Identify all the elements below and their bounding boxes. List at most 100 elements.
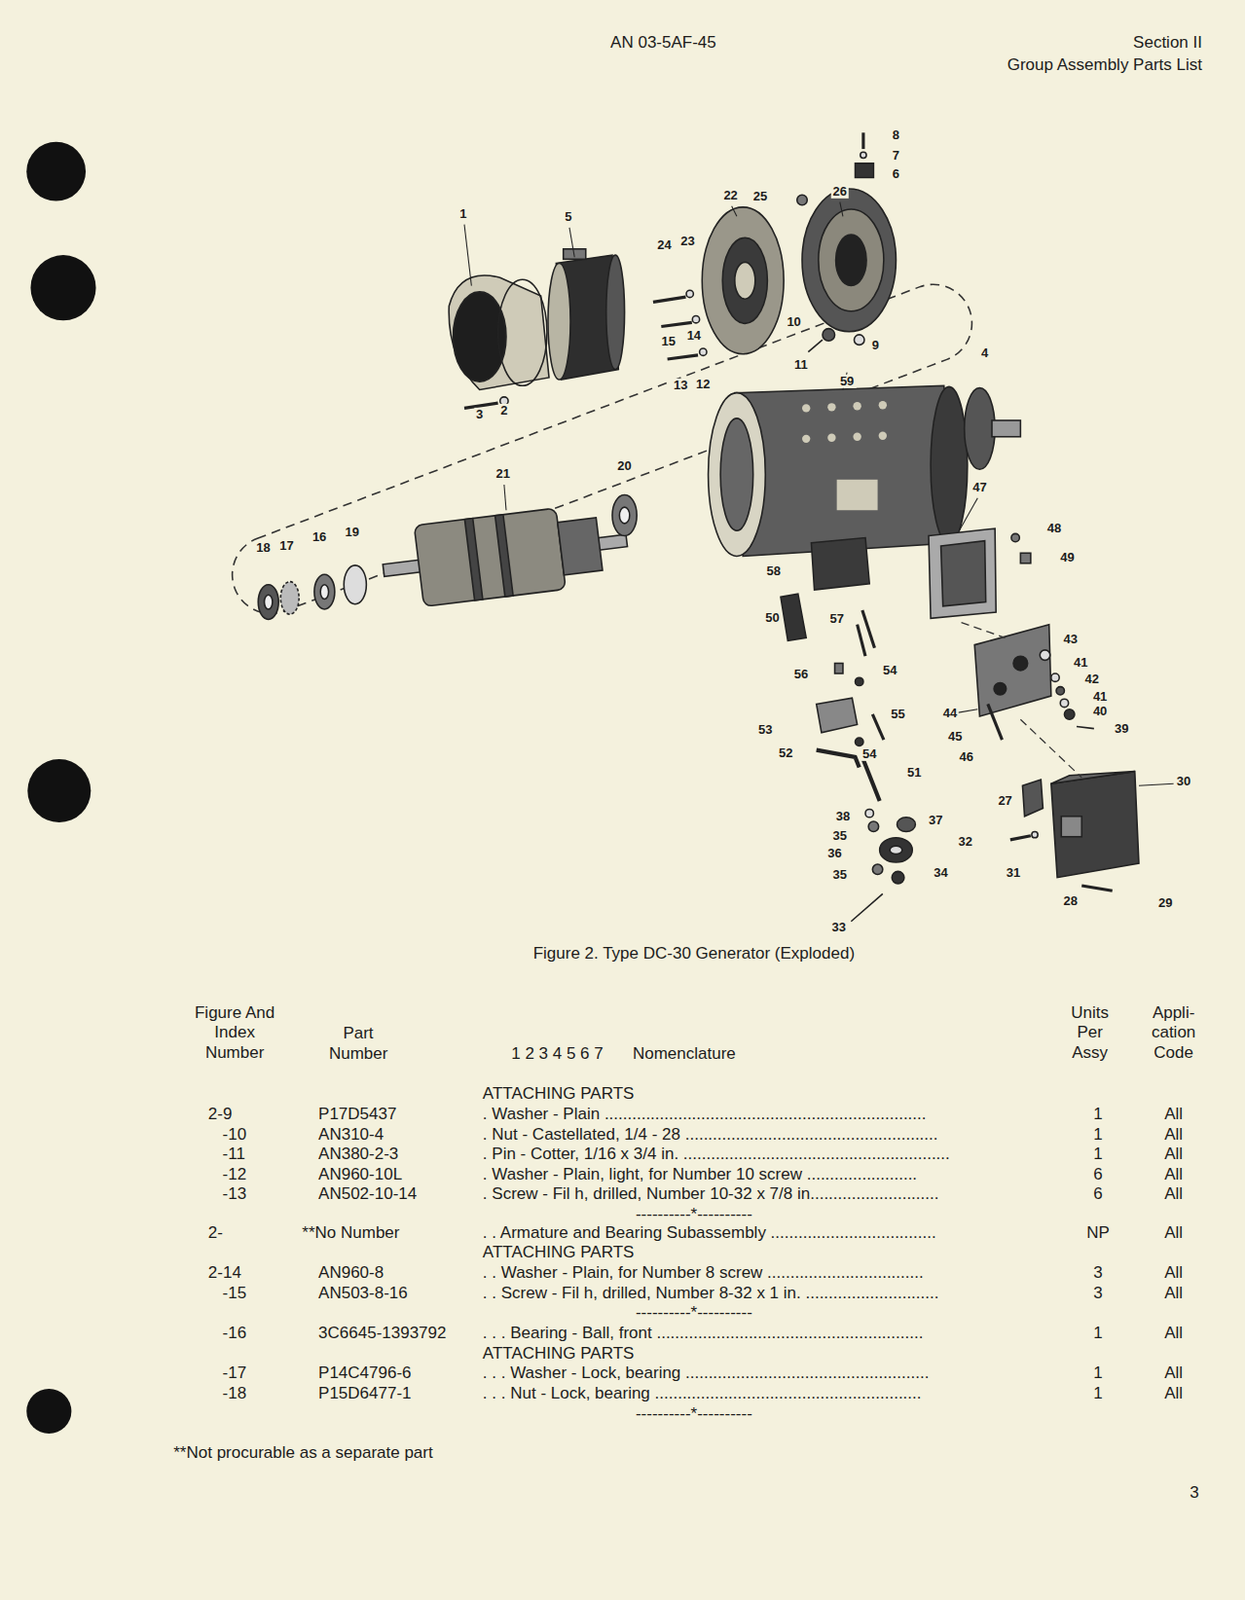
callout-number: 3 [474, 406, 485, 421]
callout-number: 15 [659, 334, 677, 349]
table-cell: All [1164, 1323, 1183, 1344]
table-cell: AN960-10L [318, 1164, 403, 1184]
table-cell: . . Screw - Fil h, drilled, Number 8-32 … [482, 1283, 940, 1304]
callout-number: 6 [890, 167, 902, 182]
table-cell: -13 [222, 1183, 248, 1204]
callout-number: 20 [615, 459, 633, 474]
table-cell: ----------*---------- [635, 1303, 753, 1323]
callout-number: 13 [671, 378, 690, 393]
table-cell: . . . Nut - Lock, bearing ..............… [482, 1384, 922, 1404]
table-cell: 2-9 [208, 1104, 233, 1125]
table-cell: . Washer - Plain, light, for Number 10 s… [482, 1164, 917, 1184]
callout-number: 52 [776, 746, 795, 761]
table-cell: All [1164, 1183, 1183, 1204]
page-header: AN 03-5AF-45 [610, 33, 717, 53]
callout-number: 10 [784, 315, 803, 330]
table-cell: All [1164, 1283, 1183, 1304]
callout-number: 18 [254, 541, 272, 555]
table-cell: P17D5437 [318, 1104, 397, 1125]
table-cell: ----------*---------- [635, 1404, 753, 1425]
table-cell: 1 [1093, 1125, 1102, 1145]
table-cell: . . Armature and Bearing Subassembly ...… [482, 1223, 937, 1244]
table-cell: Nomenclature [632, 1044, 736, 1064]
table-cell: All [1164, 1125, 1183, 1145]
table-cell: . Screw - Fil h, drilled, Number 10-32 x… [482, 1183, 940, 1204]
callout-number: 50 [763, 611, 781, 625]
callout-number: 7 [890, 148, 902, 163]
table-cell: ----------*---------- [635, 1204, 753, 1224]
callout-number: 25 [751, 189, 769, 204]
callout-number: 32 [956, 835, 975, 849]
table-cell: **No Number [301, 1223, 400, 1244]
table-cell: . Pin - Cotter, 1/16 x 3/4 in. .........… [482, 1143, 951, 1164]
table-cell: 3C6645-1393792 [318, 1323, 446, 1344]
callout-number: 44 [941, 706, 959, 721]
callout-number: 57 [827, 612, 845, 626]
callout-number: 51 [905, 765, 923, 779]
table-cell: All [1164, 1363, 1183, 1384]
callout-number: 54 [860, 747, 879, 762]
table-cell: AN380-2-3 [318, 1143, 399, 1164]
table-cell: 2- [208, 1223, 223, 1244]
table-cell: P15D6477-1 [318, 1384, 411, 1404]
table-cell: -15 [222, 1283, 248, 1304]
callout-number: 19 [342, 525, 361, 540]
callout-number: 16 [310, 530, 329, 545]
table-cell: -18 [222, 1384, 248, 1404]
callout-number: 47 [970, 480, 989, 495]
callout-number: 23 [678, 234, 696, 249]
table-header: Part Number [329, 1024, 388, 1064]
table-cell: 1 [1093, 1104, 1102, 1125]
callout-number: 41 [1071, 656, 1090, 670]
callout-number: 43 [1061, 632, 1079, 647]
figure-caption: Figure 2. Type DC-30 Generator (Exploded… [533, 944, 855, 964]
table-cell: . Nut - Castellated, 1/4 - 28 ..........… [482, 1125, 939, 1145]
callout-number: 11 [792, 358, 810, 372]
callout-number: 12 [694, 377, 712, 392]
callout-number: 35 [831, 868, 849, 882]
callout-number: 35 [831, 828, 849, 843]
callout-number: 21 [494, 467, 513, 481]
table-cell: . . . Bearing - Ball, front ............… [482, 1323, 924, 1344]
callout-number: 41 [1091, 690, 1109, 704]
table-cell: **Not procurable as a separate part [173, 1443, 434, 1464]
callout-number: 42 [1083, 672, 1101, 687]
table-cell: 6 [1093, 1183, 1102, 1204]
callout-number: 4 [979, 346, 990, 361]
callout-number: 56 [792, 667, 810, 682]
table-cell: P14C4796-6 [318, 1363, 411, 1384]
table-cell: 1 [1093, 1384, 1102, 1404]
page-header: Group Assembly Parts List [1007, 55, 1203, 75]
page-header: Section II [1133, 33, 1203, 53]
table-cell: -17 [222, 1363, 248, 1384]
callout-number: 22 [721, 188, 739, 203]
table-cell: All [1164, 1104, 1183, 1125]
callout-number: 14 [685, 329, 703, 343]
callout-number: 58 [764, 564, 782, 579]
table-cell: 1 [1093, 1143, 1102, 1164]
callout-number: 55 [888, 707, 907, 722]
callout-number: 2 [498, 403, 510, 418]
callout-number: 26 [831, 184, 849, 199]
table-cell: -12 [222, 1164, 248, 1184]
leader-lines [464, 202, 1174, 787]
guide-lines [961, 622, 1083, 778]
page-header: 3 [1189, 1483, 1199, 1503]
callout-number: 36 [825, 846, 843, 861]
callout-number: 33 [830, 920, 848, 935]
table-cell: AN503-8-16 [318, 1283, 408, 1304]
callout-number: 1 [457, 207, 469, 221]
table-cell: All [1164, 1143, 1183, 1164]
table-cell: NP [1086, 1223, 1110, 1244]
callout-number: 27 [995, 794, 1014, 808]
table-cell: 6 [1093, 1164, 1102, 1184]
table-header: Figure And Index Number [193, 1003, 277, 1063]
table-cell: All [1164, 1384, 1183, 1404]
table-cell: -10 [222, 1125, 248, 1145]
table-cell: 3 [1093, 1283, 1102, 1304]
table-cell: ATTACHING PARTS [482, 1084, 635, 1104]
table-cell: . . . Washer - Lock, bearing ...........… [482, 1363, 930, 1384]
callout-number: 30 [1174, 774, 1193, 789]
callout-number: 46 [957, 750, 976, 765]
